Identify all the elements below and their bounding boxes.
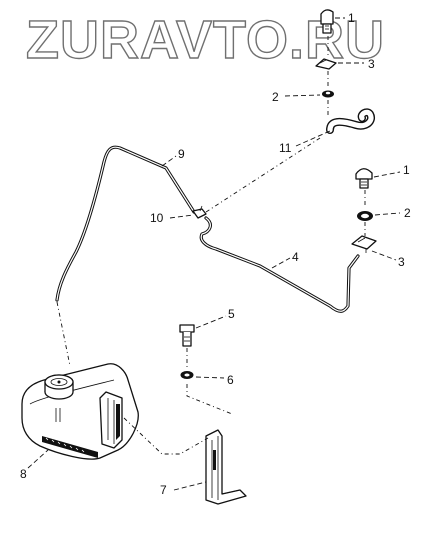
leader-8 bbox=[27, 449, 49, 469]
leader-2-right bbox=[374, 212, 401, 216]
hose-long bbox=[55, 145, 196, 302]
callout-9: 9 bbox=[178, 147, 185, 161]
elbow-hose bbox=[326, 108, 375, 134]
callout-3-right: 3 bbox=[398, 255, 405, 269]
leader-7 bbox=[173, 481, 207, 491]
leader-5 bbox=[195, 315, 227, 329]
callout-2-right: 2 bbox=[404, 206, 411, 220]
hose-right bbox=[199, 216, 360, 313]
leader-2-top bbox=[284, 94, 321, 97]
clip-right bbox=[351, 235, 377, 253]
leader-3-right bbox=[371, 250, 397, 261]
leader-10 bbox=[169, 214, 194, 219]
nozzle-top bbox=[320, 9, 334, 34]
callout-3-top: 3 bbox=[368, 57, 375, 71]
callout-6: 6 bbox=[227, 373, 234, 387]
callout-11: 11 bbox=[279, 141, 292, 155]
centerline-hose-top bbox=[205, 137, 321, 213]
callout-10: 10 bbox=[150, 211, 164, 225]
nozzle-right bbox=[355, 168, 373, 189]
callout-7: 7 bbox=[160, 483, 167, 497]
centerline-tank bbox=[56, 301, 71, 367]
leader-1-right bbox=[373, 171, 401, 178]
mounting-bracket bbox=[205, 429, 247, 505]
callout-5: 5 bbox=[228, 307, 235, 321]
washer-tank bbox=[21, 363, 139, 460]
callout-1-right: 1 bbox=[403, 163, 410, 177]
tee-connector bbox=[192, 205, 207, 219]
leader-4 bbox=[271, 257, 291, 269]
washer-right bbox=[357, 211, 373, 221]
leader-9 bbox=[161, 155, 177, 167]
bolt bbox=[179, 324, 195, 347]
centerline-bolt bbox=[186, 348, 233, 415]
washer-bolt bbox=[180, 371, 194, 379]
callout-8: 8 bbox=[20, 467, 27, 481]
washer-top bbox=[322, 90, 334, 98]
callout-4: 4 bbox=[292, 250, 299, 264]
callout-1-top: 1 bbox=[348, 11, 355, 25]
leader-11 bbox=[295, 130, 331, 147]
callout-2-top: 2 bbox=[272, 90, 279, 104]
clip-top bbox=[315, 58, 337, 70]
leader-6 bbox=[195, 376, 225, 379]
